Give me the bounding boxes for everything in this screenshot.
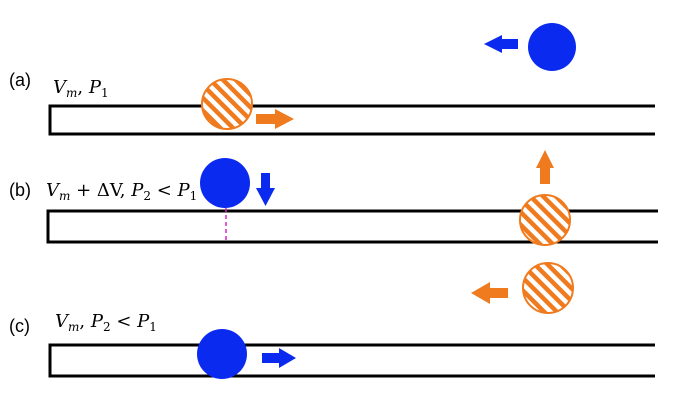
orange-hatched-particle-icon	[522, 262, 574, 314]
blue-particle-icon	[197, 329, 247, 379]
blue-particle-icon	[200, 158, 250, 208]
arrow-left-icon	[471, 282, 508, 304]
arrow-up-icon	[536, 150, 554, 184]
orange-hatched-particle-icon	[201, 78, 253, 130]
panel-label-c: (c)	[9, 316, 30, 336]
arrow-right-icon	[256, 109, 294, 129]
state-label-a: Vm, P1	[53, 77, 109, 100]
arrow-right-icon	[262, 348, 296, 368]
state-label-c: Vm, P2 < P1	[55, 311, 157, 334]
panel-label-b: (b)	[9, 180, 31, 200]
state-label-b: Vm + ΔV, P2 < P1	[46, 180, 198, 203]
orange-hatched-particle-icon	[519, 194, 571, 246]
track-c	[48, 343, 655, 378]
blue-particle-icon	[528, 23, 576, 71]
track-b	[46, 209, 658, 244]
track-a	[48, 104, 655, 136]
arrow-down-icon	[256, 173, 275, 206]
panel-label-a: (a)	[9, 70, 31, 90]
arrow-left-icon	[484, 35, 518, 53]
